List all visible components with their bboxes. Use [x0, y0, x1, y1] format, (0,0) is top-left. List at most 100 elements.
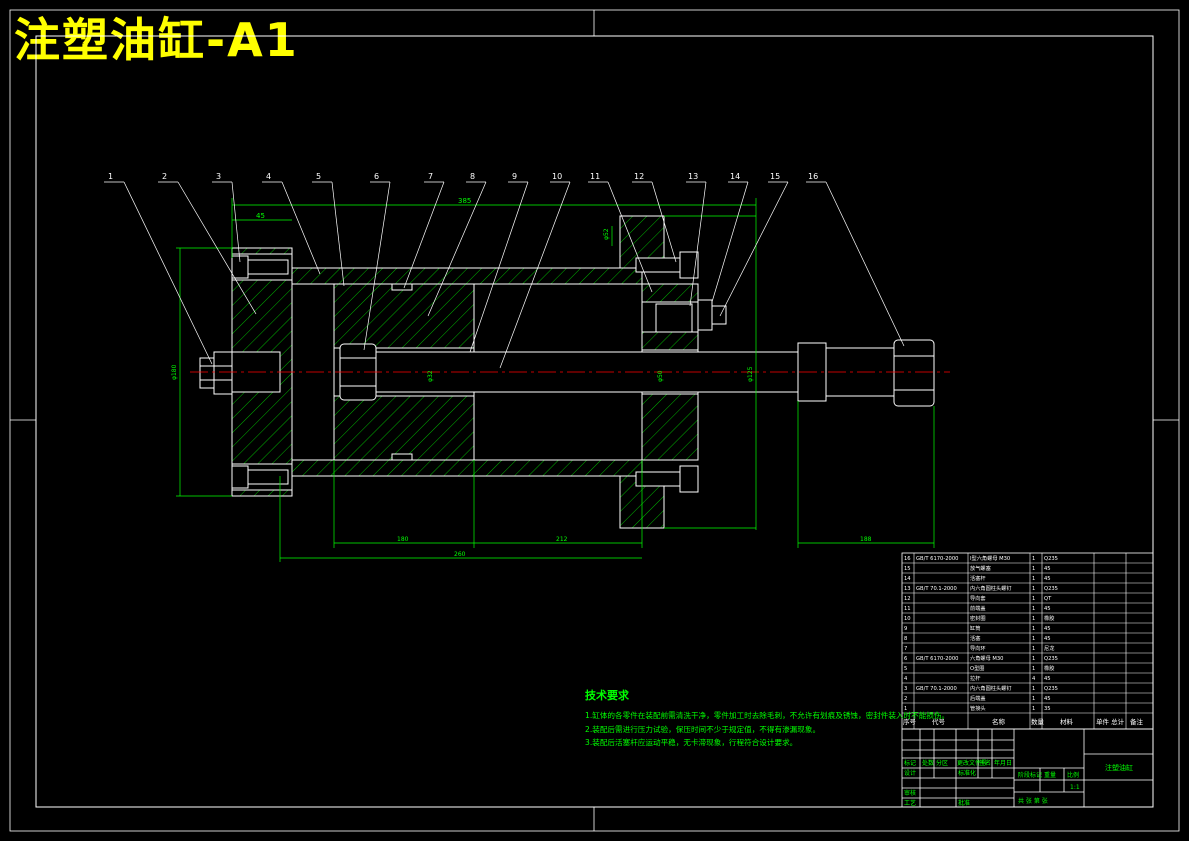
bom-cell-code: GB/T 6170-2000: [916, 656, 958, 662]
balloon-2: 2: [162, 172, 167, 181]
tech-note-1: 1.缸体的各零件在装配前需清洗干净，零件加工时去除毛刺，不允许有划痕及锈蚀，密封…: [585, 711, 950, 720]
vent-plug: [697, 299, 727, 331]
bom-cell-no: 4: [904, 676, 908, 682]
bom-cell-no: 1: [904, 706, 907, 712]
bom-cell-no: 13: [904, 586, 911, 592]
bom-cell-qty: 1: [1032, 626, 1035, 632]
tb-approve: 批准: [958, 799, 970, 807]
tb-process: 工艺: [904, 799, 916, 807]
leader-lines: [104, 181, 905, 369]
bom-cell-no: 7: [904, 646, 907, 652]
bom-cell-mat: 橡胶: [1044, 664, 1054, 672]
bom-cell-qty: 1: [1032, 576, 1035, 582]
bom-cell-no: 11: [904, 606, 911, 612]
bom-cell-qty: 1: [1032, 606, 1035, 612]
dim-45: 45: [256, 212, 265, 220]
balloon-8: 8: [470, 172, 475, 181]
balloon-9: 9: [512, 172, 517, 181]
bom-cell-name: 内六角圆柱头螺钉: [970, 584, 1012, 592]
bom-cell-qty: 1: [1032, 596, 1035, 602]
balloon-6: 6: [374, 172, 379, 181]
balloon-5: 5: [316, 172, 321, 181]
tb-check: 审核: [904, 789, 916, 797]
tb-label-sign: 签名: [979, 759, 991, 767]
bom-cell-name: O型圈: [970, 664, 984, 672]
balloon-4: 4: [266, 172, 271, 181]
bom-cell-qty: 1: [1032, 706, 1035, 712]
bom-cell-mat: 45: [1044, 606, 1051, 612]
bom-header-note: 备注: [1130, 717, 1144, 726]
balloon-16: 16: [808, 172, 818, 181]
balloon-15: 15: [770, 172, 780, 181]
outer-border: [9, 9, 1180, 832]
balloon-12: 12: [634, 172, 644, 181]
bom-cell-code: GB/T 70.1-2000: [916, 586, 957, 592]
bom-cell-mat: 45: [1044, 676, 1051, 682]
tb-scale: 比例: [1067, 771, 1079, 779]
balloon-11: 11: [590, 172, 600, 181]
bom-cell-mat: 45: [1044, 626, 1051, 632]
balloon-3: 3: [216, 172, 221, 181]
bom-cell-code: GB/T 6170-2000: [916, 556, 958, 562]
bom-row: 11 前端盖 1 45: [902, 604, 1153, 614]
bom-cell-no: 2: [904, 696, 907, 702]
bom-cell-name: 内六角圆柱头螺钉: [970, 684, 1012, 692]
bom-cell-mat: Q235: [1044, 656, 1058, 662]
balloon-10: 10: [552, 172, 562, 181]
bom-header-weight: 单件 总计: [1096, 717, 1125, 726]
bom-cell-mat: 45: [1044, 636, 1051, 642]
bom-cell-no: 8: [904, 636, 907, 642]
dim-180: 180: [397, 536, 409, 543]
bom-cell-no: 3: [904, 686, 907, 692]
dim-phi180: φ180: [171, 364, 178, 380]
bom-cell-name: 活塞: [970, 634, 980, 642]
bom-row: 7 导向环 1 尼龙: [902, 644, 1153, 654]
bom-cell-name: 前端盖: [970, 604, 986, 612]
dim-212: 212: [556, 536, 568, 543]
bom-cell-no: 9: [904, 626, 907, 632]
bom-cell-name: 六角螺母 M30: [970, 654, 1003, 662]
bom-cell-mat: Q235: [1044, 556, 1058, 562]
bom-header-mat: 材料: [1060, 717, 1074, 726]
dim-phi-rod2: φ50: [657, 370, 664, 382]
bom-row: 1 管接头 1 35: [902, 704, 1153, 714]
bom-cell-mat: Q235: [1044, 686, 1058, 692]
bom-cell-name: 导向环: [970, 644, 986, 652]
bom-cell-qty: 1: [1032, 586, 1035, 592]
bom-cell-no: 14: [904, 576, 911, 582]
bom-row: 9 缸筒 1 45: [902, 624, 1153, 634]
bom-cell-qty: 1: [1032, 616, 1035, 622]
bom-cell-qty: 1: [1032, 566, 1035, 572]
dim-188: 188: [860, 536, 872, 543]
tech-notes-title: 技术要求: [585, 689, 629, 702]
bom-header-name: 名称: [992, 717, 1006, 726]
dim-phi-bore: φ125: [747, 366, 754, 382]
bom-header-qty: 数量: [1031, 717, 1045, 726]
dim-top-small: φ52: [603, 228, 610, 240]
dim-phi-rod1: φ32: [427, 370, 434, 382]
tech-note-3: 3.装配后活塞杆应运动平稳，无卡滞现象，行程符合设计要求。: [585, 738, 798, 747]
bom-cell-no: 5: [904, 666, 907, 672]
bom-cell-qty: 1: [1032, 556, 1035, 562]
bom-cell-name: 管接头: [970, 704, 986, 712]
bom-cell-no: 16: [904, 556, 911, 562]
tb-standard: 标准化: [958, 769, 976, 777]
tb-design: 设计: [904, 769, 916, 777]
bom-cell-mat: 45: [1044, 696, 1051, 702]
pipe-fitting: [199, 351, 233, 395]
bom-cell-name: 缸筒: [970, 624, 980, 632]
tb-stage: 阶段标记: [1018, 771, 1042, 779]
bom-header-no: 序号: [903, 717, 917, 726]
bom-cell-mat: 尼龙: [1044, 644, 1054, 652]
bom-cell-qty: 1: [1032, 646, 1035, 652]
bom-cell-mat: 45: [1044, 576, 1051, 582]
front-bolts: [635, 251, 699, 493]
title-block: [901, 728, 1154, 808]
rear-bolts: [231, 255, 289, 489]
bom-cell-mat: 35: [1044, 706, 1051, 712]
